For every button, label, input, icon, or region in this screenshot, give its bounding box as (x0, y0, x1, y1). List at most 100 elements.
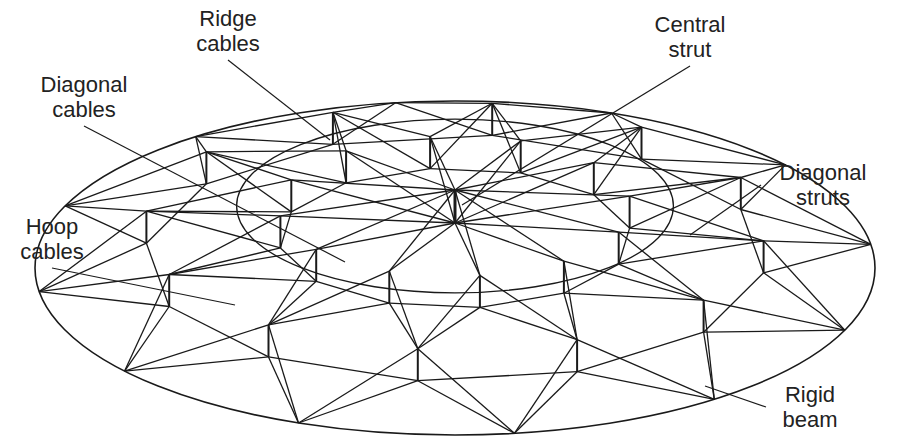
diagonal-cable (612, 113, 642, 159)
ridge-cable (704, 300, 715, 399)
ridge-cable (564, 261, 577, 340)
diagonal-cable (455, 223, 564, 261)
ridge-cable (455, 190, 619, 232)
diagonal-cable (169, 248, 280, 275)
ridge-cable (564, 261, 704, 300)
ridge-cable (480, 275, 577, 339)
hoop-cable (169, 307, 268, 357)
diagonal-cable (577, 372, 714, 400)
hoop-cable (521, 173, 594, 195)
diagonal-cable (430, 103, 492, 168)
ridge-cable (492, 103, 611, 113)
hoop-cable (346, 169, 430, 183)
diagonal-strut (703, 300, 705, 332)
hoop-cable (206, 144, 333, 184)
diagonal-cable (333, 112, 430, 168)
ridge-cable (125, 325, 269, 371)
hoop-cable (418, 372, 577, 381)
diagonal-strut (593, 163, 595, 195)
leader-line (228, 60, 330, 140)
diagonal-cable (619, 241, 764, 264)
ridge-cable (492, 103, 521, 141)
diagonal-cable (169, 275, 316, 282)
ridge-cable (269, 271, 390, 325)
leader-line (52, 268, 235, 305)
diagonal-cable (704, 330, 845, 332)
diagonal-cable (455, 223, 480, 275)
diagonal-cable (65, 184, 206, 206)
diagonal-strut (290, 180, 292, 212)
diagonal-strut (279, 216, 281, 248)
hoop-cable (146, 243, 169, 306)
diagonal-cable (280, 216, 455, 223)
ridge-cable (389, 190, 455, 271)
part-label: Diagonal struts (765, 160, 881, 210)
ridge-cable (455, 190, 480, 275)
hoop-cable (577, 332, 704, 372)
diagonal-strut (429, 137, 431, 169)
hoop-cable (741, 210, 764, 273)
ridge-cable (280, 190, 455, 216)
diagonal-cable (418, 307, 480, 348)
diagonal-cable (630, 178, 741, 229)
diagonal-strut (145, 211, 147, 243)
diagonal-cable (196, 137, 333, 145)
diagonal-strut (641, 127, 643, 159)
diagonal-cable (316, 223, 455, 249)
hoop-cable (619, 228, 630, 264)
ridge-cable (577, 340, 714, 400)
hoop-cable (316, 281, 389, 303)
part-label: Central strut (640, 12, 740, 62)
ridge-cable (521, 127, 642, 141)
diagonal-strut (168, 275, 170, 307)
ridge-cable (269, 249, 317, 325)
ridge-cable (455, 190, 564, 261)
diagonal-strut (479, 275, 481, 307)
ridge-cable (269, 325, 299, 423)
ridge-cable (333, 112, 430, 136)
ridge-cable (418, 349, 515, 434)
hoop-cable (480, 293, 564, 307)
hoop-cable (269, 357, 418, 381)
diagonal-cable (333, 103, 396, 145)
diagonal-strut (315, 249, 317, 281)
diagonal-cable (206, 152, 346, 183)
diagonal-cable (619, 264, 704, 300)
diagonal-cable (125, 357, 269, 371)
diagonal-cable (418, 381, 515, 434)
ridge-cable (396, 102, 493, 104)
ridge-cable (333, 103, 396, 113)
part-label: Hoop cables (12, 214, 92, 264)
leader-line (690, 185, 761, 235)
diagonal-cable (333, 112, 346, 183)
diagonal-cable (346, 151, 455, 223)
diagonal-cable (455, 141, 521, 223)
ridge-cable (346, 151, 455, 190)
ridge-cable (594, 127, 642, 163)
hoop-cable (704, 273, 764, 332)
diagonal-cable (39, 292, 169, 307)
hoop-cable (280, 212, 291, 248)
part-label: Ridge cables (178, 6, 278, 56)
diagonal-cable (642, 159, 786, 165)
diagonal-cable (269, 303, 390, 325)
ridge-cable (764, 241, 871, 245)
ridge-cable (169, 249, 316, 274)
diagonal-cable (389, 303, 418, 349)
diagonal-cable (492, 103, 521, 173)
part-label: Rigid beam (770, 382, 850, 432)
diagonal-cable (146, 211, 291, 213)
leader-line (84, 126, 345, 262)
diagonal-cable (594, 127, 642, 195)
ridge-cable (169, 216, 280, 275)
diagonal-cable (480, 307, 577, 339)
hoop-cable (146, 184, 206, 243)
cable-dome (35, 101, 875, 435)
diagonal-strut (268, 325, 270, 357)
diagonal-strut (618, 232, 620, 264)
diagonal-cable (741, 165, 786, 210)
ridge-cable (65, 206, 146, 211)
inner-ring (237, 119, 674, 293)
diagonal-cable (564, 293, 704, 300)
